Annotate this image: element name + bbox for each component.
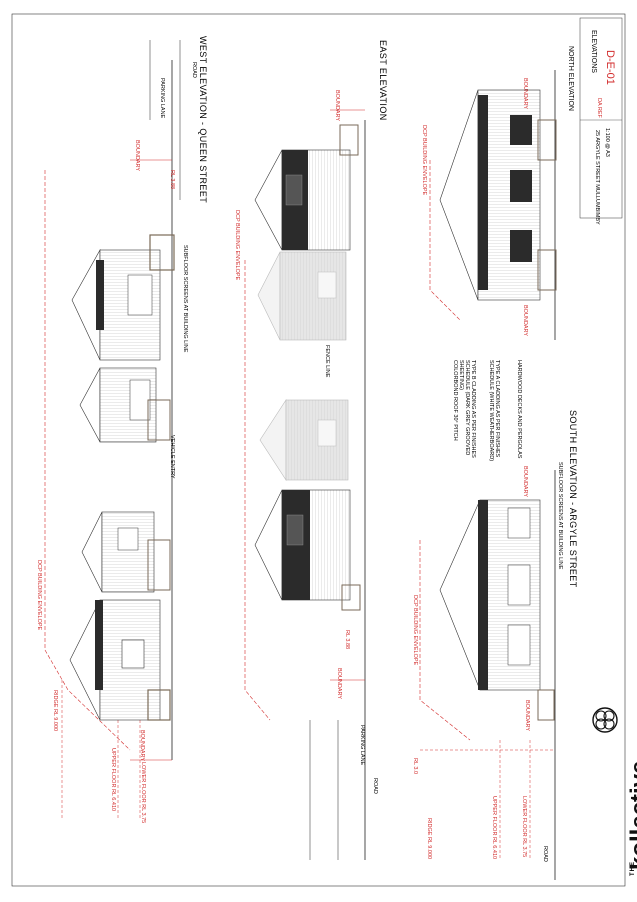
project-address: 25 ARGYLE STREET MULLUMBIMBY bbox=[594, 130, 600, 225]
scale-label: 1:100 @ A3 bbox=[604, 128, 610, 157]
note-type-b-cladding: TYPE B CLADDING AS PER FINISHES SCHEDULE… bbox=[458, 360, 476, 458]
sheet-title-elevations: ELEVATIONS bbox=[590, 30, 597, 73]
west-house-2 bbox=[81, 511, 171, 593]
upper-floor-rl-label-south: UPPER FLOOR RL 6.410 bbox=[491, 796, 497, 860]
rl-label-east: RL 3.88 bbox=[344, 630, 350, 650]
lower-floor-rl-label-south: LOWER FLOOR RL 3.75 bbox=[521, 796, 527, 858]
boundary-label-north-bottom: BOUNDARY bbox=[522, 305, 528, 337]
east-elevation-title: EAST ELEVATION bbox=[378, 40, 388, 121]
east-house-b bbox=[257, 251, 347, 341]
kollective-logo-icon bbox=[592, 707, 618, 733]
dcp-envelope-label-west: DCP BUILDING ENVELOPE bbox=[36, 560, 42, 631]
east-house-d bbox=[254, 489, 361, 611]
note-type-a-cladding: TYPE A CLADDING AS PER FINISHES SCHEDULE… bbox=[488, 360, 500, 462]
vehicle-entry-label: VEHICLE ENTRY bbox=[169, 435, 175, 479]
rl-road-label: RL 3.0 bbox=[412, 758, 418, 775]
dcp-envelope-label-north: DCP BUILDING ENVELOPE bbox=[421, 125, 427, 196]
north-elevation bbox=[429, 70, 557, 340]
west-house-4 bbox=[71, 234, 175, 361]
east-elevation bbox=[244, 109, 366, 860]
note-hardwood-decks: HARDWOOD DECKS AND PERGOLAS bbox=[516, 360, 522, 459]
boundary-label-south-top: BOUNDARY bbox=[522, 466, 528, 498]
road-label-south: ROAD bbox=[542, 846, 548, 862]
west-elevation-title: WEST ELEVATION - QUEEN STREET bbox=[198, 36, 208, 204]
dcp-envelope-label-east: DCP BUILDING ENVELOPE bbox=[234, 210, 240, 281]
ridge-rl-label-south: RIDGE RL 9.000 bbox=[426, 818, 432, 860]
west-house-3 bbox=[79, 367, 171, 443]
upper-floor-rl-label: UPPER FLOOR RL 6.410 bbox=[110, 748, 116, 812]
west-house-1 bbox=[69, 599, 171, 721]
title-block bbox=[579, 17, 623, 219]
boundary-label-west-top: BOUNDARY bbox=[134, 140, 140, 172]
dcp-envelope-label-south: DCP BUILDING ENVELOPE bbox=[412, 595, 418, 666]
subfloor-screens-label-west: SUBFLOOR SCREENS AT BUILDING LINE bbox=[182, 245, 188, 353]
subfloor-screens-label-south: SUBFLOOR SCREENS AT BUILDING LINE bbox=[557, 462, 563, 570]
parking-lane-label-west: PARKING LANE bbox=[159, 78, 165, 119]
east-house-c bbox=[259, 398, 349, 482]
west-elevation bbox=[44, 40, 181, 820]
fence-line-label: FENCE LINE bbox=[324, 345, 330, 378]
revision-label: DA REF bbox=[596, 98, 602, 118]
drawing-number: D-E-01 bbox=[604, 50, 616, 85]
south-elevation-title: SOUTH ELEVATION - ARGYLE STREET bbox=[568, 410, 578, 588]
boundary-label-east-bottom: BOUNDARY bbox=[336, 668, 342, 700]
road-label-east: ROAD bbox=[372, 778, 378, 794]
east-house-a bbox=[254, 124, 359, 251]
parking-lane-label-east: PARKING LANE bbox=[359, 725, 365, 766]
road-label-west: ROAD bbox=[191, 62, 197, 78]
boundary-label-south-bottom: BOUNDARY bbox=[524, 700, 530, 732]
ridge-rl-label: RIDGE RL 9.000 bbox=[52, 690, 58, 732]
boundary-label-east-top: BOUNDARY bbox=[334, 90, 340, 122]
brand-name: kollective bbox=[626, 760, 637, 870]
boundary-label-north-top: BOUNDARY bbox=[522, 78, 528, 110]
north-elevation-title: NORTH ELEVATION bbox=[567, 46, 574, 111]
rl-label-west: RL 3.88 bbox=[169, 170, 175, 190]
sheet-border bbox=[11, 13, 626, 887]
lower-floor-rl-label: LOWER FLOOR RL 3.75 bbox=[140, 762, 146, 824]
south-elevation bbox=[419, 470, 556, 880]
boundary-label-west-bottom: BOUNDARY bbox=[139, 730, 145, 762]
